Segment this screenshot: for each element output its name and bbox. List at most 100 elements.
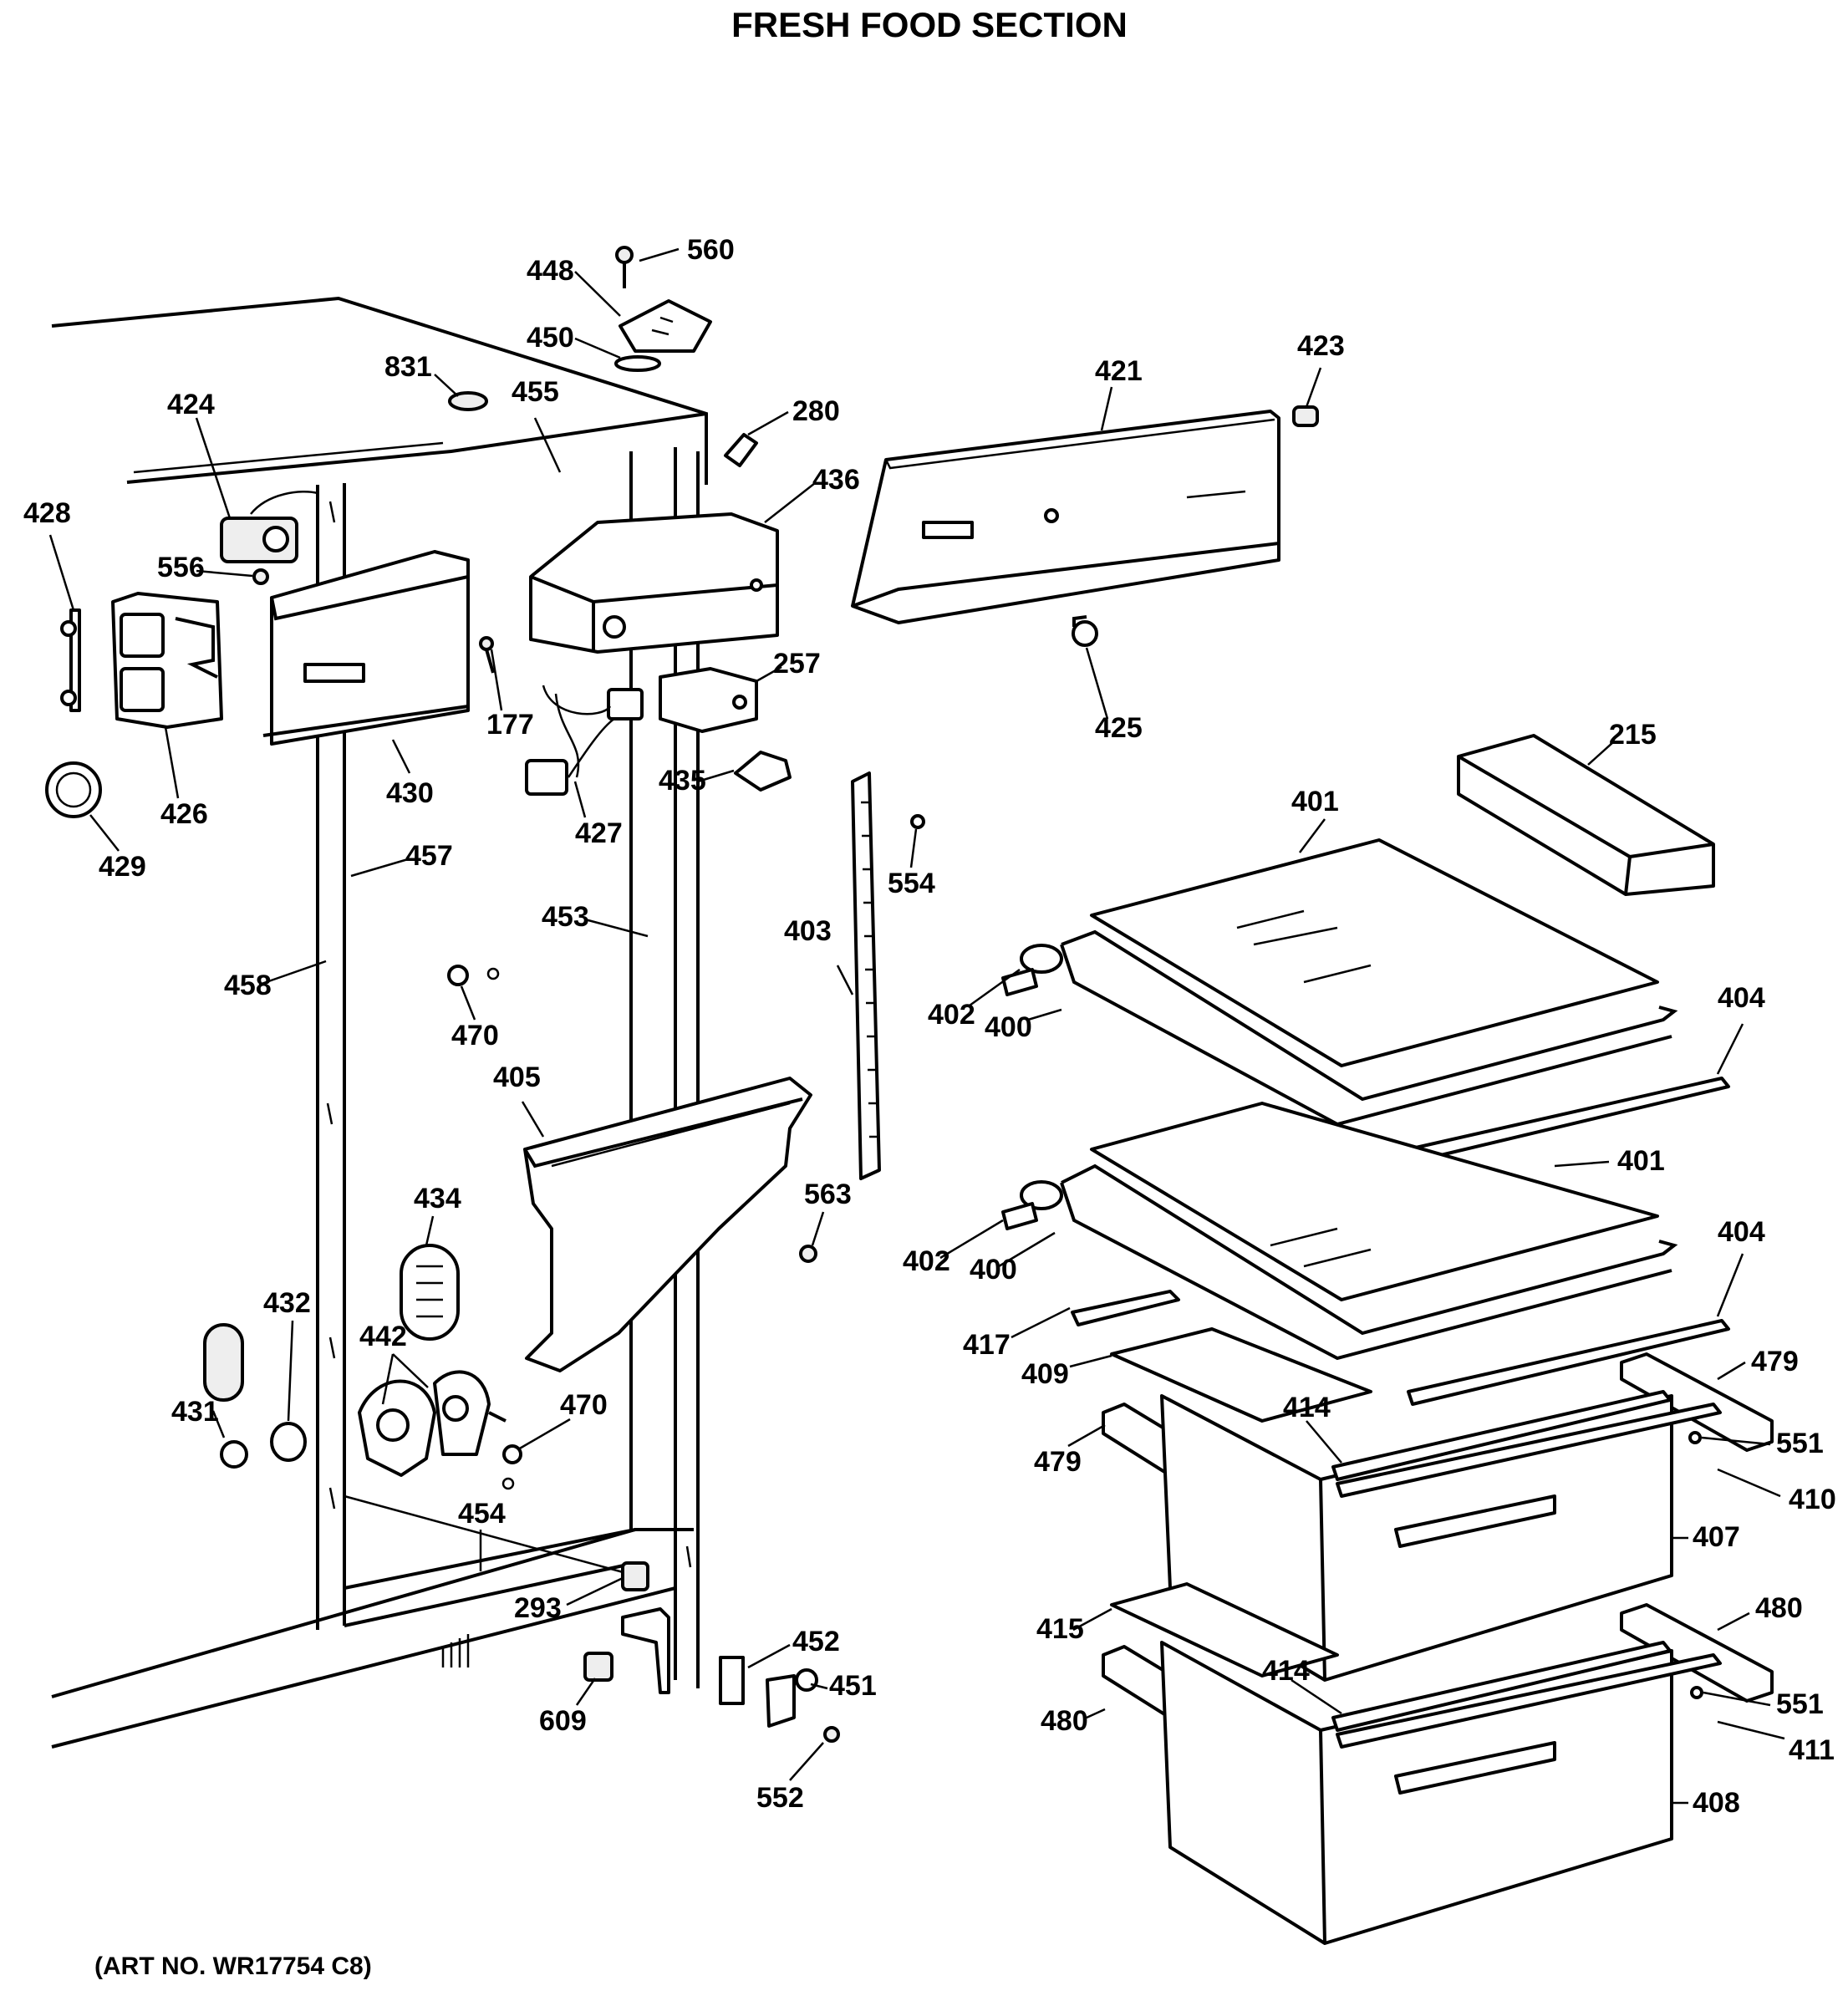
- callout-labels: 560 448 450 831 455 280 424 436 421 423 …: [23, 234, 1836, 1819]
- hinge-451: [766, 1668, 818, 1728]
- crisper-glass-409: [1110, 1327, 1372, 1423]
- part-435: [734, 751, 792, 792]
- thermostat-424: [220, 491, 318, 563]
- callout-448: 448: [527, 255, 574, 287]
- fan-assembly-442: [358, 1370, 507, 1477]
- callout-560: 560: [687, 234, 735, 266]
- leader-lines: [48, 247, 1785, 1805]
- light-429: [45, 761, 102, 818]
- cabinet-liner: [51, 296, 708, 1749]
- callout-470-lower: 470: [560, 1389, 608, 1421]
- callout-430: 430: [386, 777, 434, 809]
- callout-426: 426: [160, 798, 208, 830]
- callout-280: 280: [792, 395, 840, 427]
- screw-556: [252, 568, 269, 585]
- callout-453: 453: [542, 901, 589, 933]
- callout-414-lower: 414: [1262, 1655, 1310, 1687]
- housing-426: [111, 592, 223, 729]
- callout-428: 428: [23, 497, 71, 529]
- part-293: [621, 1561, 649, 1591]
- callout-452: 452: [792, 1626, 840, 1657]
- callout-480-left: 480: [1041, 1705, 1088, 1737]
- callout-480-right: 480: [1755, 1592, 1803, 1624]
- callout-409: 409: [1021, 1358, 1069, 1390]
- shelf-bin-215: [1457, 734, 1715, 896]
- screw-560: [615, 246, 634, 288]
- trim-414-lower: [1331, 1641, 1672, 1732]
- callout-415: 415: [1036, 1613, 1084, 1645]
- cover-430: [262, 550, 470, 746]
- plate-452: [719, 1656, 745, 1705]
- wire-harness-427: [525, 685, 644, 796]
- callout-417: 417: [963, 1329, 1011, 1361]
- housing-436: [529, 512, 779, 654]
- slide-480-right: [1620, 1603, 1774, 1703]
- callout-400-lower: 400: [970, 1254, 1017, 1286]
- diagram-title: FRESH FOOD SECTION: [731, 5, 1128, 44]
- callout-177: 177: [486, 709, 534, 741]
- callout-609: 609: [539, 1705, 587, 1737]
- callout-404-lower: 404: [1718, 1216, 1765, 1248]
- callout-293: 293: [514, 1592, 562, 1624]
- part-470-upper: [447, 965, 500, 986]
- callout-410: 410: [1789, 1484, 1836, 1515]
- drawer-408: [1160, 1641, 1722, 1945]
- knob-425: [1072, 615, 1098, 647]
- shelf-lower: [1001, 1102, 1730, 1406]
- shelf-upper: [1001, 838, 1730, 1163]
- callout-421: 421: [1095, 355, 1143, 387]
- pan-cover-405: [523, 1077, 812, 1372]
- callout-457: 457: [405, 840, 453, 872]
- callout-552: 552: [756, 1782, 804, 1814]
- callout-551-lower: 551: [1776, 1688, 1824, 1720]
- callout-451: 451: [829, 1670, 877, 1702]
- knob-423: [1292, 405, 1319, 427]
- callout-411: 411: [1789, 1734, 1835, 1766]
- control-panel-421: [851, 410, 1280, 624]
- drawer-407: [1160, 1394, 1722, 1682]
- rail-403: [851, 771, 881, 1180]
- washer-450: [614, 355, 661, 372]
- callout-563: 563: [804, 1179, 852, 1210]
- callout-423: 423: [1297, 330, 1345, 362]
- callout-405: 405: [493, 1062, 541, 1093]
- callout-407: 407: [1693, 1521, 1740, 1553]
- callout-479-right: 479: [1751, 1346, 1799, 1377]
- callout-432: 432: [263, 1287, 311, 1319]
- part-280: [724, 433, 758, 467]
- callout-479-left: 479: [1034, 1446, 1082, 1478]
- callout-454: 454: [458, 1498, 506, 1530]
- callout-408: 408: [1693, 1787, 1740, 1819]
- bracket-428: [60, 608, 81, 712]
- callout-470-upper: 470: [451, 1020, 499, 1051]
- screw-552: [823, 1726, 840, 1743]
- callout-831: 831: [384, 351, 432, 383]
- callout-404-upper: 404: [1718, 982, 1765, 1014]
- callout-431: 431: [171, 1396, 219, 1428]
- screw-177: [479, 636, 495, 674]
- callout-401-top: 401: [1291, 786, 1339, 817]
- floor-bracket: [621, 1607, 670, 1694]
- callout-425: 425: [1095, 712, 1143, 744]
- rail-417: [1071, 1290, 1180, 1326]
- callout-424: 424: [167, 389, 215, 420]
- callout-402-lower: 402: [903, 1245, 950, 1277]
- plug-831: [448, 391, 488, 411]
- callout-442: 442: [359, 1321, 407, 1352]
- callout-257: 257: [773, 648, 821, 680]
- hinge-448: [619, 299, 712, 353]
- relay-257: [659, 667, 758, 733]
- callout-215: 215: [1609, 719, 1657, 751]
- screw-551-upper: [1688, 1431, 1702, 1444]
- callout-402-upper: 402: [928, 999, 975, 1031]
- callout-436: 436: [812, 464, 860, 496]
- crisper-glass-415: [1110, 1582, 1339, 1678]
- callout-401-mid: 401: [1617, 1145, 1665, 1177]
- screw-551-lower: [1690, 1686, 1703, 1699]
- trim-414-upper: [1331, 1390, 1672, 1481]
- callout-414-upper: 414: [1283, 1392, 1331, 1423]
- callout-455: 455: [512, 376, 559, 408]
- part-432: [270, 1422, 307, 1462]
- screw-563: [799, 1245, 817, 1263]
